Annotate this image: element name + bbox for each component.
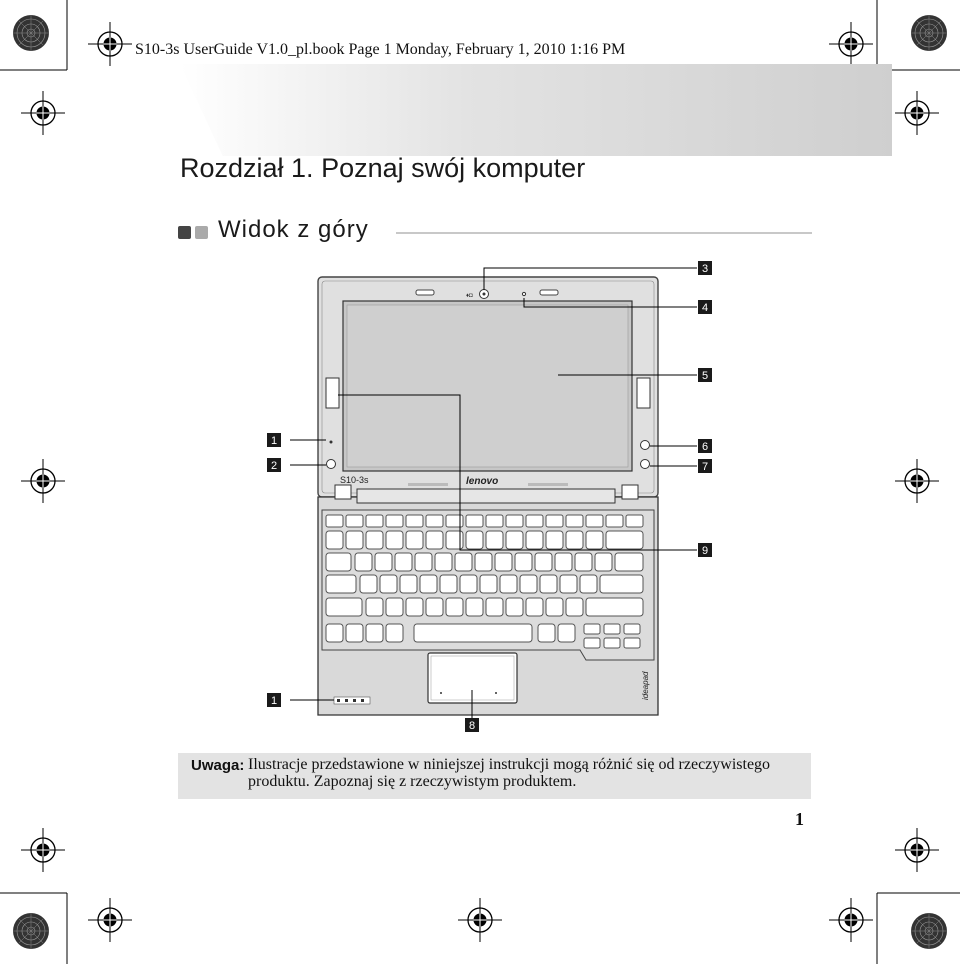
note-text-line-2: produktu. Zapoznaj się z rzeczywistym pr…	[248, 773, 577, 790]
note-box	[178, 753, 811, 799]
svg-text:1: 1	[271, 695, 277, 707]
svg-text:2: 2	[271, 460, 277, 472]
book-header-line: S10-3s UserGuide V1.0_pl.book Page 1 Mon…	[135, 41, 626, 58]
callout-1-top: 1	[267, 433, 281, 447]
callout-8: 8	[465, 718, 479, 732]
note-text-line-1: Ilustracje przedstawione w niniejszej in…	[248, 756, 771, 773]
svg-text:1: 1	[271, 435, 277, 447]
chapter-banner	[180, 64, 892, 156]
ideapad-label: ideapad	[641, 671, 650, 700]
section-title: Widok z góry	[218, 216, 369, 243]
section-rule	[396, 232, 812, 234]
svg-text:8: 8	[469, 720, 475, 732]
svg-text:3: 3	[702, 263, 708, 275]
svg-text:7: 7	[702, 461, 708, 473]
callout-9: 9	[698, 543, 712, 557]
svg-text:9: 9	[702, 545, 708, 557]
section-heading: Widok z góry	[178, 216, 812, 248]
callout-3: 3	[698, 261, 712, 275]
page-number: 1	[795, 809, 804, 829]
svg-text:4: 4	[702, 302, 708, 314]
callout-1-bottom: 1	[267, 693, 281, 707]
brand-label: lenovo	[466, 476, 498, 487]
section-marker-light	[195, 226, 208, 239]
model-label: S10-3s	[340, 475, 369, 485]
svg-text:♦◘: ♦◘	[466, 293, 473, 299]
svg-text:5: 5	[702, 370, 708, 382]
svg-text:6: 6	[702, 441, 708, 453]
section-marker-dark	[178, 226, 191, 239]
callout-5: 5	[698, 368, 712, 382]
callout-6: 6	[698, 439, 712, 453]
callout-4: 4	[698, 300, 712, 314]
callout-2: 2	[267, 458, 281, 472]
callout-7: 7	[698, 459, 712, 473]
note-label: Uwaga:	[191, 757, 245, 774]
chapter-title: Rozdział 1. Poznaj swój komputer	[180, 153, 586, 183]
